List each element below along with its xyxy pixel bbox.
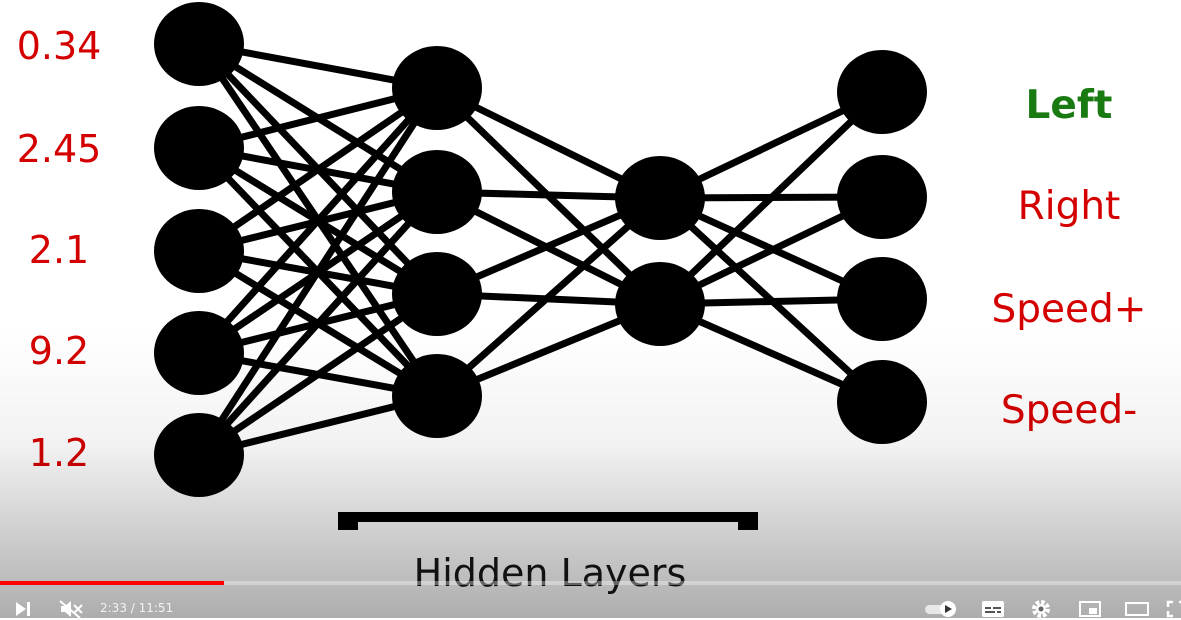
input-neuron-4 [154, 311, 244, 395]
hidden1-neuron-4 [392, 354, 482, 438]
theater-mode-icon [1125, 602, 1149, 616]
subtitles-button[interactable] [980, 598, 1006, 620]
input-value-2: 2.45 [16, 127, 102, 171]
connection-l1-4-1 [196, 85, 440, 356]
muted-volume-icon [59, 600, 83, 619]
output-label-speed-minus: Speed- [1000, 388, 1138, 433]
input-neuron-1 [154, 2, 244, 86]
theater-mode-button[interactable] [1122, 598, 1152, 620]
input-value-3: 2.1 [28, 228, 90, 272]
input-value-5: 1.2 [28, 431, 90, 475]
connection-l3-2-1 [657, 89, 885, 307]
connection-l1-3-1 [197, 85, 439, 254]
connection-l1-5-3 [197, 291, 439, 458]
hidden2-neuron-2 [615, 262, 705, 346]
output-neuron-2 [837, 155, 927, 239]
fullscreen-icon [1166, 600, 1181, 618]
hidden1-neuron-3 [392, 252, 482, 336]
settings-button[interactable] [1028, 598, 1054, 620]
miniplayer-button[interactable] [1076, 598, 1104, 620]
output-neuron-4 [837, 360, 927, 444]
fullscreen-button[interactable] [1166, 598, 1181, 620]
time-display: 2:33 / 11:51 [100, 601, 174, 615]
subtitles-icon [982, 601, 1004, 617]
progress-bar[interactable] [0, 581, 1181, 585]
mute-button[interactable] [56, 598, 86, 620]
hidden2-neuron-1 [615, 156, 705, 240]
connection-l1-5-1 [196, 86, 440, 457]
autoplay-toggle-icon [925, 601, 956, 617]
output-neuron-1 [837, 50, 927, 134]
network-neurons [154, 2, 927, 497]
input-value-1: 0.34 [16, 24, 102, 68]
output-label-right: Right [1017, 184, 1121, 229]
hidden-layers-bracket [338, 512, 758, 530]
input-neuron-2 [154, 106, 244, 190]
settings-icon [1032, 600, 1050, 618]
connection-l2-4-1 [434, 195, 663, 399]
network-connections [196, 40, 885, 459]
hidden-layers-caption: Hidden Layers [413, 551, 687, 595]
hidden1-neuron-2 [392, 150, 482, 234]
hidden1-neuron-1 [392, 46, 482, 130]
next-icon [16, 602, 30, 616]
input-neuron-3 [154, 209, 244, 293]
input-neuron-5 [154, 413, 244, 497]
next-button[interactable] [10, 598, 36, 620]
output-neuron-3 [837, 257, 927, 341]
output-label-left: Left [1025, 83, 1113, 128]
output-label-speed-plus: Speed+ [991, 287, 1147, 332]
progress-played [0, 581, 225, 585]
miniplayer-icon [1079, 601, 1101, 617]
connection-l1-5-2 [196, 189, 440, 458]
autoplay-toggle[interactable] [924, 598, 960, 620]
input-value-4: 9.2 [28, 329, 90, 373]
